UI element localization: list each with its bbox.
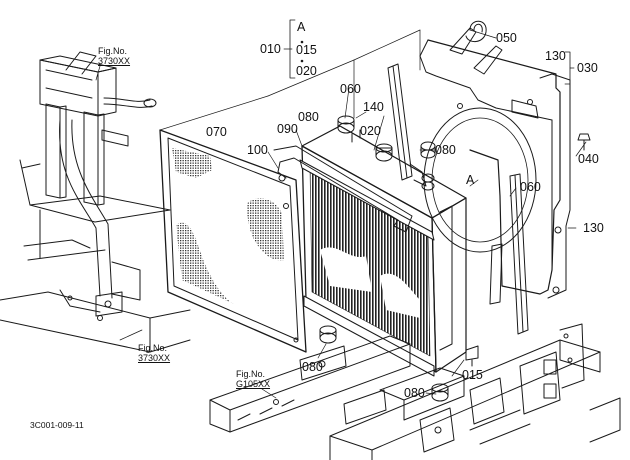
label-part-100: 100 xyxy=(247,143,268,157)
label-part-070: 070 xyxy=(206,125,227,139)
fig-ref-mid-left-title: Fig.No. xyxy=(138,343,168,353)
label-a-mid: A xyxy=(466,173,475,187)
drain-cock xyxy=(465,345,479,367)
rubber-cushions xyxy=(319,115,449,402)
label-part-020-mid: 020 xyxy=(360,124,381,138)
label-part-020-top: 020 xyxy=(296,64,317,78)
radiator-core xyxy=(299,125,467,377)
label-part-130-right: 130 xyxy=(583,221,604,235)
label-part-080-a: 080 xyxy=(298,110,319,124)
group-dots xyxy=(300,40,304,63)
fig-ref-bottom: Fig.No. G105XX xyxy=(236,369,271,390)
fig-ref-bottom-number: G105XX xyxy=(236,378,271,389)
bolt xyxy=(577,133,591,151)
fig-ref-mid-left: Fig.No. 3730XX xyxy=(138,343,171,364)
hose-clip xyxy=(465,20,487,42)
label-part-080-b: 080 xyxy=(435,143,456,157)
radiator-bracket xyxy=(273,145,413,233)
label-part-030: 030 xyxy=(577,61,598,75)
fig-ref-bottom-title: Fig.No. xyxy=(236,369,266,379)
label-part-010: 010 xyxy=(260,42,281,56)
fig-ref-top-left: Fig.No. 3730XX xyxy=(98,46,131,67)
screen-panel xyxy=(159,129,307,353)
drawing-code: 3C001-009-11 xyxy=(30,420,84,430)
frame-bracket xyxy=(0,51,191,353)
group-brackets xyxy=(283,19,575,85)
label-part-060-right: 060 xyxy=(520,180,541,194)
fig-ref-mid-left-number: 3730XX xyxy=(138,352,171,363)
label-part-015-bottom: 015 xyxy=(462,368,483,382)
label-part-130-top: 130 xyxy=(545,49,566,63)
label-part-040: 040 xyxy=(578,152,599,166)
seal-strip-upper xyxy=(387,63,413,181)
seal-strip-right xyxy=(489,173,529,335)
label-part-015-top: 015 xyxy=(296,43,317,57)
label-part-080-c: 080 xyxy=(302,360,323,374)
label-part-080-d: 080 xyxy=(404,386,425,400)
label-part-060-top: 060 xyxy=(340,82,361,96)
label-a-top: A xyxy=(297,20,306,34)
fig-ref-top-left-title: Fig.No. xyxy=(98,46,128,56)
fig-ref-top-left-number: 3730XX xyxy=(98,55,131,66)
fan-shroud xyxy=(419,27,571,299)
label-part-050: 050 xyxy=(496,31,517,45)
lower-frame xyxy=(209,323,621,460)
label-part-090: 090 xyxy=(277,122,298,136)
label-part-140: 140 xyxy=(363,100,384,114)
